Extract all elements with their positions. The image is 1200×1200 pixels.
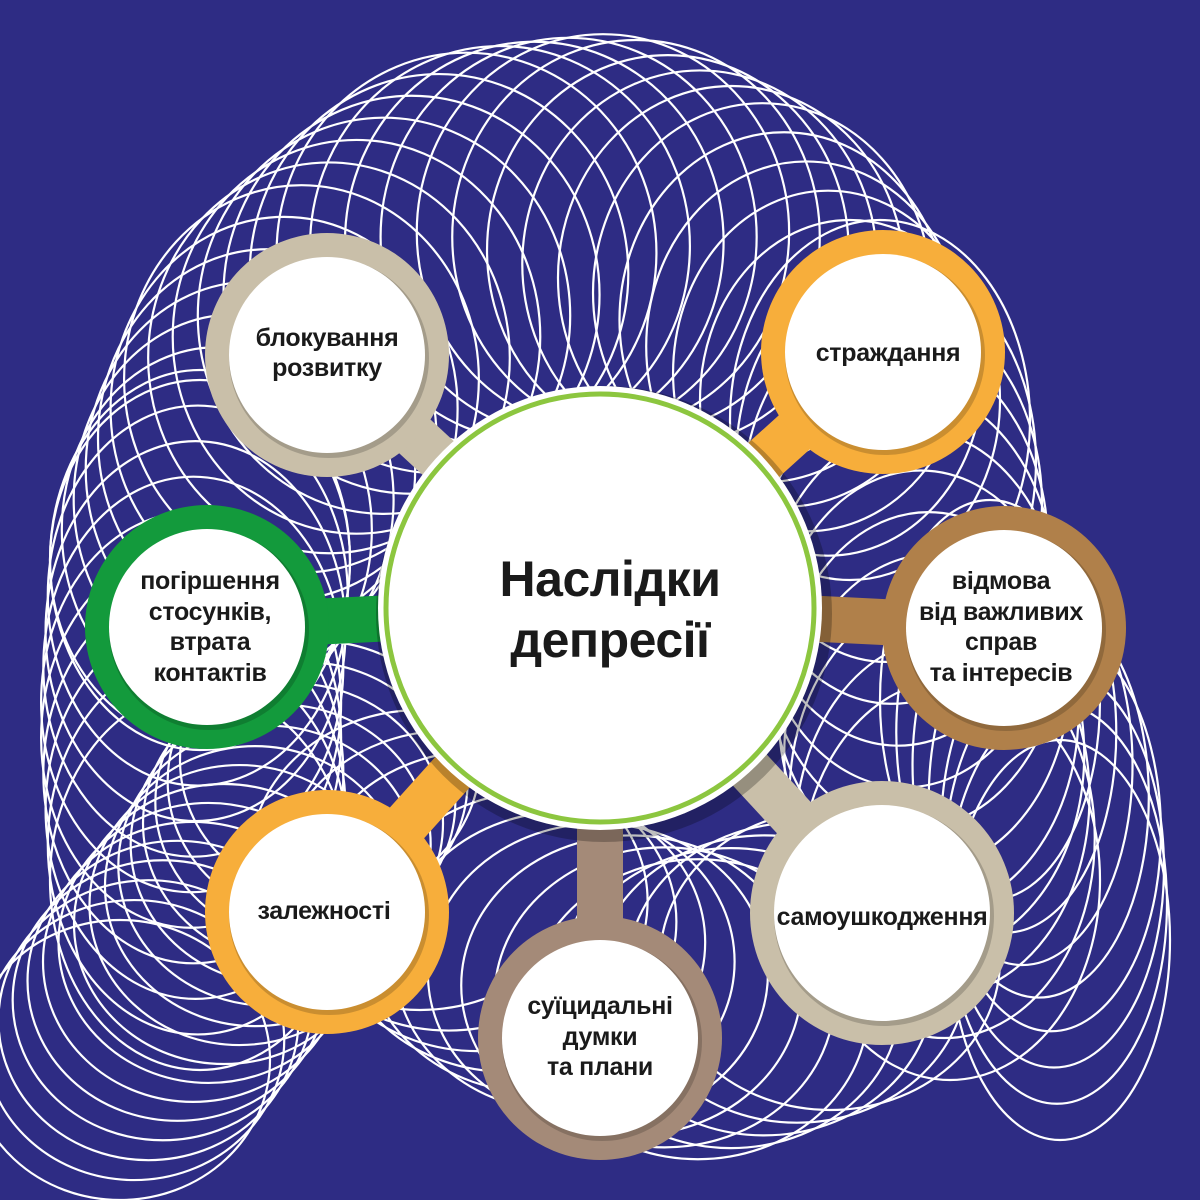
node-label-selfharm: самоушкодження [776,902,988,931]
node-label-suffering: страждання [815,338,961,367]
upper-arc-ellipse [147,161,511,555]
upper-arc-ellipse [171,138,542,535]
node-disk-selfharm [774,805,990,1021]
connector-relations [317,595,390,645]
node-label-refusal: відмова від важливих справ та інтересів [918,567,1084,687]
lower-left-ellipse [0,899,286,1182]
node-disk-addictions [229,814,425,1010]
center-green-ring [383,391,817,825]
node-disk-relations [109,529,305,725]
node-disk-blocking [229,257,425,453]
node-label-relations: погіршення стосунків, втрата контактів [140,567,280,687]
node-label-blocking: блокування розвитку [255,323,399,383]
upper-arc-ellipse [196,116,572,515]
center-title: Наслідки депресії [499,551,721,668]
ring-layer [85,230,1126,1160]
center-disk [378,386,822,830]
node-label-suicidal: суїцидальні думки та плани [527,992,673,1082]
connector-addictions [384,750,476,845]
lower-left-ellipse [0,918,272,1200]
connector-selfharm [727,748,817,840]
node-disk-refusal [906,530,1102,726]
node-disk-suffering [785,254,981,450]
node-label-addictions: залежності [257,896,391,925]
connector-refusal [810,595,894,646]
node-disk-suicidal [502,940,698,1136]
